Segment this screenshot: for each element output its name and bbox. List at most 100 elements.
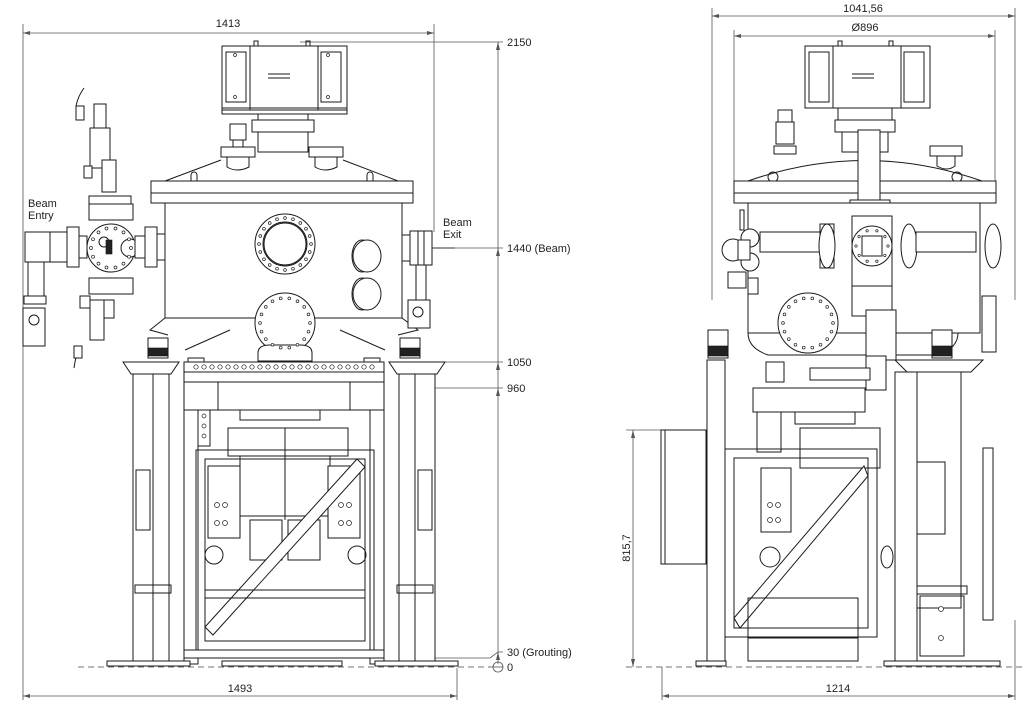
- flange-bolt-hole: [307, 250, 312, 254]
- flange-bolt-hole: [883, 253, 887, 257]
- dim-chamber-diameter: Ø896: [852, 22, 879, 34]
- front-dimensions: 1413 1493 2150 1440 (Beam) 1050 960 30 (…: [22, 18, 572, 700]
- bolt-icon: [297, 364, 303, 370]
- dim-overall-width: 1041,56: [843, 3, 883, 15]
- flange-bolt-hole: [270, 299, 275, 304]
- flange-bolt-hole: [810, 345, 815, 350]
- bolt-icon: [337, 364, 343, 370]
- flange-bolt-hole: [829, 312, 834, 317]
- cross-flange-bolt-ring: [89, 226, 133, 270]
- flange-bolt-hole: [302, 305, 306, 309]
- top-housing: [220, 40, 348, 171]
- dim-width-bottom: 1493: [228, 683, 252, 695]
- flange-bolt-hole: [875, 259, 879, 263]
- flange-bolt-hole: [295, 299, 300, 304]
- bolt-icon: [241, 364, 247, 370]
- flange-bolt-hole: [278, 296, 283, 301]
- svg-text:Entry: Entry: [28, 210, 54, 222]
- level-960: 960: [507, 383, 525, 395]
- bolt-row: [193, 364, 375, 370]
- bolt-icon: [313, 364, 319, 370]
- flange-bolt-hole: [886, 244, 890, 248]
- flange-bolt-hole: [267, 263, 272, 267]
- svg-text:Beam: Beam: [28, 198, 57, 210]
- bolt-icon: [345, 364, 351, 370]
- flange-bolt-hole: [801, 345, 806, 350]
- flange-bolt-hole: [258, 234, 263, 238]
- flange-bolt-hole: [96, 261, 101, 266]
- bolt-icon: [329, 364, 335, 370]
- side-flange-bolt-ring: [781, 296, 835, 350]
- bolt-icon: [217, 364, 223, 370]
- flange-bolt-hole: [259, 312, 264, 317]
- bolt-icon: [265, 364, 271, 370]
- side-top-housing: [773, 40, 963, 170]
- bolt-icon: [289, 364, 295, 370]
- flange-bolt-hole: [283, 268, 287, 272]
- flange-bolt-hole: [96, 230, 101, 235]
- flange-bolt-hole: [275, 217, 279, 222]
- dim-cabinet-height: 815,7: [621, 534, 633, 562]
- bolt-icon: [193, 364, 199, 370]
- viewport-flange-top: [254, 213, 316, 275]
- flange-bolt-hole: [298, 221, 303, 225]
- flange-bolt-hole: [121, 230, 126, 235]
- bolt-icon: [225, 364, 231, 370]
- bolt-icon: [353, 364, 359, 370]
- flange-bolt-hole: [865, 229, 869, 233]
- bolt-icon: [233, 364, 239, 370]
- bolt-icon: [209, 364, 215, 370]
- svg-text:Beam: Beam: [443, 217, 472, 229]
- bolt-icon: [321, 364, 327, 370]
- dome-lid: [164, 159, 399, 182]
- bolt-icon: [369, 364, 375, 370]
- flange-bolt-hole: [127, 237, 131, 242]
- flange-bolt-hole: [287, 296, 292, 301]
- side-cross-bolt-ring: [854, 229, 890, 263]
- flange-bolt-hole: [787, 337, 791, 341]
- flange-bolt-hole: [257, 242, 261, 246]
- beam-exit-port: [401, 230, 433, 329]
- viewport-bolt-ring: [257, 216, 313, 272]
- side-beamline: [721, 209, 1002, 295]
- flange-bolt-hole: [264, 337, 268, 341]
- flange-bolt-hole: [781, 321, 785, 325]
- side-dimensions: 1041,56 Ø896 815,7 1214: [621, 3, 1024, 700]
- bolt-icon: [249, 364, 255, 370]
- side-support-stand: [660, 359, 1001, 667]
- bolt-icon: [305, 364, 311, 370]
- flange-bolt-hole: [818, 299, 823, 304]
- bolt-icon: [281, 364, 287, 370]
- level-2150: 2150: [507, 37, 531, 49]
- front-view: [22, 40, 459, 667]
- level-1050: 1050: [507, 357, 531, 369]
- flange-bolt-hole: [854, 244, 858, 248]
- flange-bolt-hole: [782, 329, 787, 334]
- support-stand: [106, 361, 459, 667]
- flange-bolt-hole: [291, 217, 295, 222]
- bolt-icon: [361, 364, 367, 370]
- flange-bolt-hole: [304, 226, 308, 231]
- dim-base-width: 1214: [826, 683, 850, 695]
- level-0: 0: [507, 662, 513, 674]
- flange-bolt-hole: [810, 296, 815, 301]
- flange-bolt-hole: [306, 329, 311, 334]
- side-mounts: [707, 329, 953, 383]
- beam-exit-label: Beam Exit: [443, 217, 472, 241]
- beam-entry-assembly: [22, 87, 166, 369]
- bottom-flange: [254, 292, 316, 354]
- flange-bolt-hole: [857, 235, 861, 239]
- flange-bolt-hole: [825, 337, 829, 341]
- bolt-icon: [257, 364, 263, 370]
- level-30-grouting: 30 (Grouting): [507, 647, 572, 659]
- flange-bolt-hole: [306, 312, 311, 317]
- flange-bolt-hole: [259, 329, 264, 334]
- flange-bolt-hole: [283, 216, 287, 220]
- flange-bolt-hole: [793, 299, 798, 304]
- flange-bolt-hole: [270, 342, 275, 347]
- beam-entry-label: Beam Entry: [28, 198, 57, 222]
- flange-bolt-hole: [104, 265, 109, 270]
- flange-bolt-hole: [308, 321, 312, 325]
- side-flanges: [351, 239, 382, 311]
